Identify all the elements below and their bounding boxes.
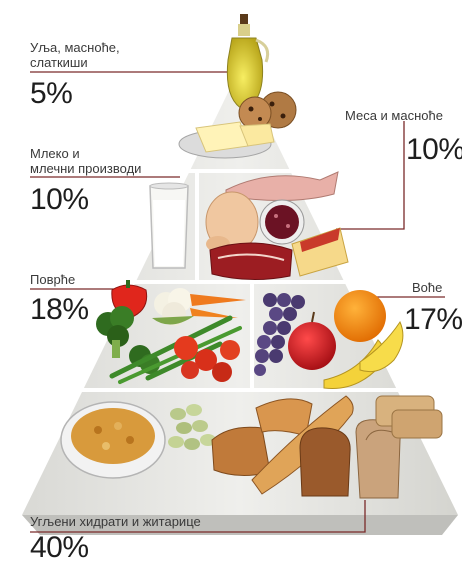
fats-sweets-label-line1: Уља, масноће, — [30, 40, 120, 55]
fats-sweets-label-line2: слаткиши — [30, 55, 120, 70]
grains-label: Угљени хидрати и житарице — [30, 514, 201, 529]
dairy-label-line2: млечни производи — [30, 161, 141, 176]
dairy-label-line1: Млеко и — [30, 146, 141, 161]
beans-bowl-icon — [260, 200, 304, 244]
fruit-label: Воће — [412, 280, 442, 295]
dairy-percent: 10% — [30, 184, 89, 216]
fats-sweets-label: Уља, масноће, слаткиши — [30, 40, 120, 70]
grains-percent: 40% — [30, 532, 89, 564]
butter-icon — [179, 122, 274, 158]
meat-label: Меса и масноће — [345, 108, 443, 123]
fats-sweets-food — [179, 14, 296, 158]
orange-icon — [334, 290, 386, 342]
oil-bottle-icon — [227, 14, 267, 110]
dairy-label: Млеко и млечни производи — [30, 146, 141, 176]
meat-percent: 10% — [406, 134, 462, 166]
milk-glass-icon — [150, 183, 188, 268]
vegetables-percent: 18% — [30, 294, 89, 326]
cereal-bowl-icon — [61, 402, 165, 478]
vegetables-label: Поврће — [30, 272, 75, 287]
dairy-food — [150, 183, 188, 268]
steak-icon — [210, 243, 292, 280]
fruit-percent: 17% — [404, 304, 462, 336]
fats-sweets-percent: 5% — [30, 78, 72, 110]
